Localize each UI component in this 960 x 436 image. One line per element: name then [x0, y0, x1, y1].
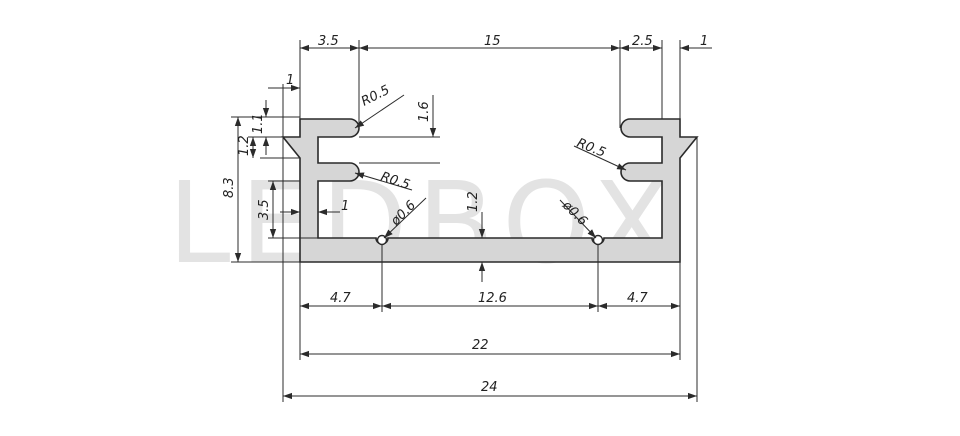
dim-label-radius-right: R0.5: [575, 136, 608, 161]
dim-label-top-left: 3.5: [318, 34, 339, 49]
dim-label-inner-width: 22: [472, 338, 489, 353]
dim-label-bottom-middle: 12.6: [478, 291, 507, 306]
leader-radius-top-left: [354, 94, 405, 129]
dim-label-top-right-a: 2.5: [632, 34, 653, 49]
dim-label-1-6: 1.6: [417, 101, 432, 122]
dim-label-top-middle: 15: [484, 34, 501, 49]
dim-label-base-thickness: 1.2: [466, 191, 481, 212]
leader-radius-right: [573, 145, 627, 171]
dim-label-inner-1: 1: [341, 199, 349, 214]
dim-label-1-2-left: 1.2: [237, 135, 252, 156]
leader-radius-lower-left: [354, 172, 413, 191]
dim-label-left-small: 1: [286, 73, 294, 88]
dim-label-outer-width: 24: [481, 380, 498, 395]
leader-hole-left: [383, 197, 427, 239]
dim-label-top-right-b: 1: [700, 34, 708, 49]
dim-label-bottom-right: 4.7: [627, 291, 648, 306]
leader-hole-right: [559, 199, 597, 239]
dim-label-3-5-left: 3.5: [257, 199, 272, 220]
dim-label-1-1: 1.1: [251, 113, 266, 134]
dim-label-bottom-left: 4.7: [330, 291, 351, 306]
dim-label-radius-top-left: R0.5: [359, 83, 392, 110]
watermark-text: LEDBOX: [168, 159, 680, 289]
dim-label-8-3: 8.3: [222, 177, 237, 198]
